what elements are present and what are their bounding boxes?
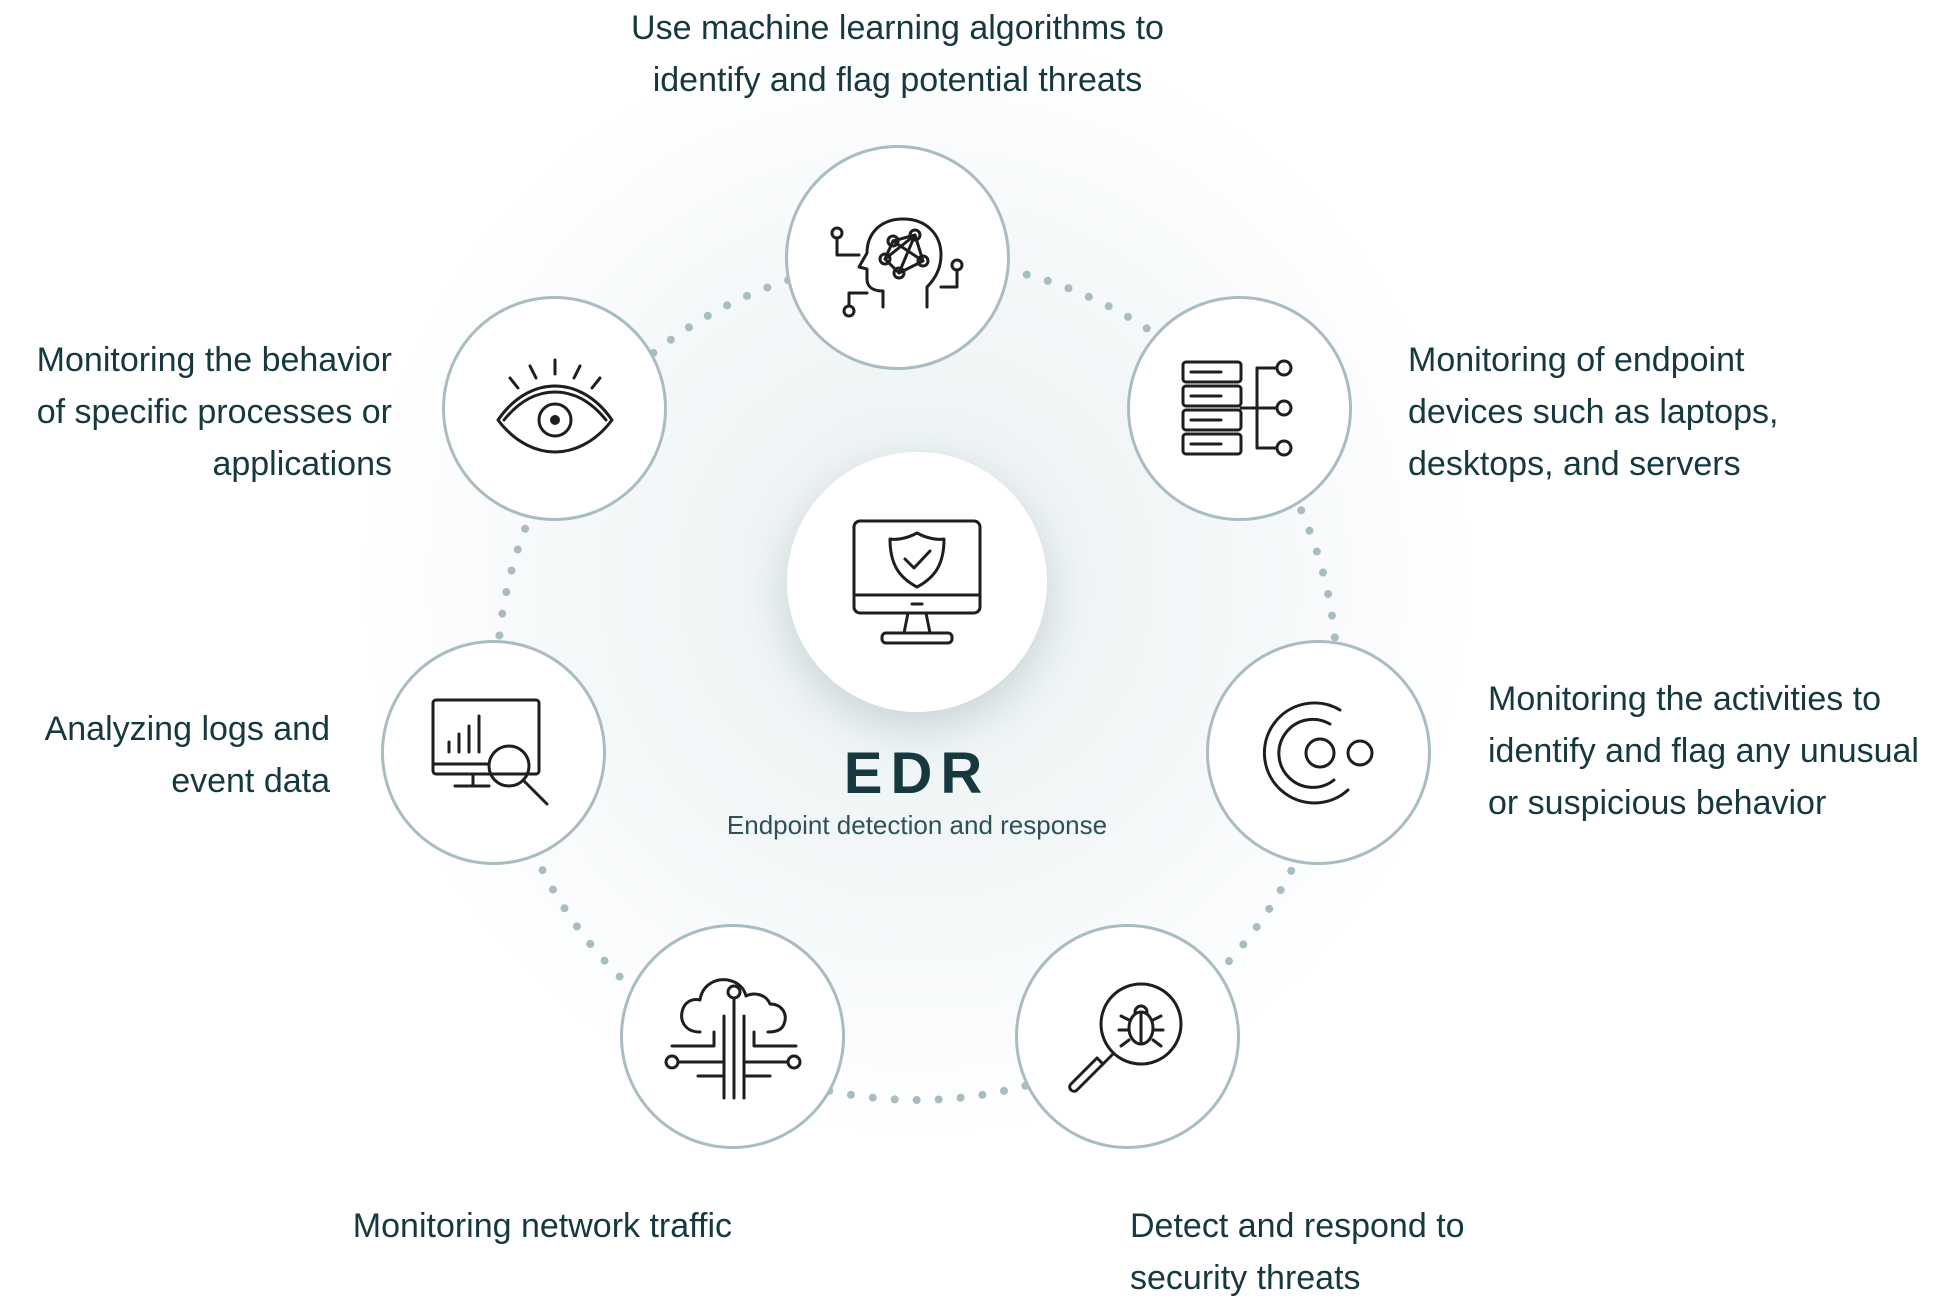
- caption-threats: Detect and respond to security threats: [1130, 1207, 1465, 1297]
- target-activity-icon: [1262, 701, 1373, 804]
- ai-head-icon: [830, 217, 963, 317]
- caption-endpoints: Monitoring of endpoint devices such as l…: [1408, 341, 1779, 483]
- edr-title: EDR: [843, 741, 991, 806]
- feature-node-logs: [381, 640, 606, 865]
- monitor-shield-icon: [852, 519, 982, 645]
- caption-activities: Monitoring the activities to identify an…: [1488, 680, 1919, 822]
- center-edr-node: [787, 452, 1047, 712]
- log-analysis-icon: [431, 698, 548, 805]
- edr-subtitle: Endpoint detection and response: [726, 810, 1108, 840]
- caption-processes: Monitoring the behavior of specific proc…: [36, 341, 392, 483]
- feature-node-ml: [785, 145, 1010, 370]
- feature-node-activities: [1206, 640, 1431, 865]
- caption-network: Monitoring network traffic: [352, 1207, 732, 1245]
- caption-ml: Use machine learning algorithms to ident…: [631, 9, 1164, 99]
- cloud-network-icon: [664, 977, 801, 1099]
- feature-node-processes: [442, 296, 667, 521]
- eye-icon: [496, 358, 613, 453]
- feature-node-network: [620, 924, 845, 1149]
- bug-search-icon: [1067, 982, 1182, 1093]
- caption-logs: Analyzing logs and event data: [44, 710, 330, 800]
- feature-node-threats: [1015, 924, 1240, 1149]
- feature-node-endpoints: [1127, 296, 1352, 521]
- server-network-icon: [1181, 359, 1292, 456]
